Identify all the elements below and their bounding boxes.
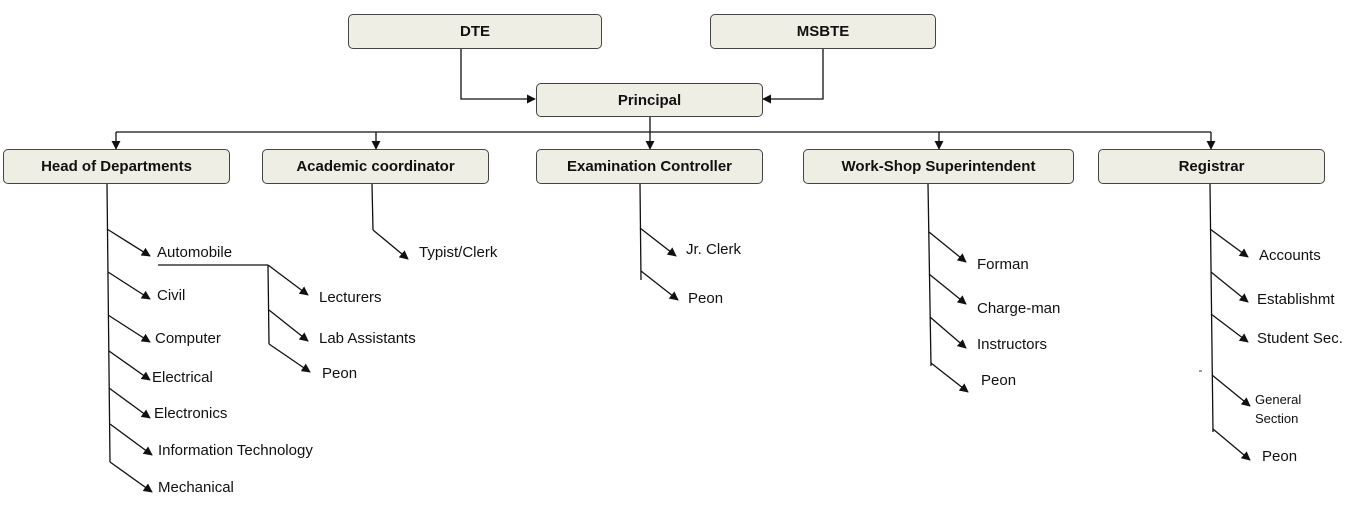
registrar-item-establishmt: Establishmt <box>1257 291 1335 308</box>
workshop-item-peon: Peon <box>981 372 1017 389</box>
registrar-item-accounts: Accounts <box>1259 247 1321 264</box>
dte-label: DTE <box>460 23 490 40</box>
workshop-superintendent-box: Work-Shop Superintendent <box>803 149 1074 184</box>
workshop-item-instructors: Instructors <box>977 336 1048 353</box>
principal-label: Principal <box>617 91 682 109</box>
automobile-staff-lab-assistants: Lab Assistants <box>319 330 416 347</box>
hod-item-mechanical: Mechanical <box>158 479 234 496</box>
hod-item-automobile: Automobile <box>157 244 233 261</box>
hod-item-electronics: Electronics <box>154 405 228 422</box>
hod-item-civil: Civil <box>157 287 186 304</box>
examination-controller-box: Examination Controller <box>536 149 763 184</box>
registrar-item-section: Section <box>1255 411 1299 426</box>
registrar-item-peon: Peon <box>1262 448 1298 465</box>
msbte-box: MSBTE <box>710 14 936 49</box>
academic-item-typist-clerk: Typist/Clerk <box>419 244 498 261</box>
registrar-item-general: General <box>1255 392 1302 407</box>
examination-controller-label: Examination Controller <box>566 158 733 175</box>
workshop-item-charge-man: Charge-man <box>977 300 1061 317</box>
academic-coordinator-label: Academic coordinator <box>296 158 455 175</box>
workshop-item-forman: Forman <box>977 256 1029 273</box>
hod-item-electrical: Electrical <box>152 369 213 386</box>
registrar-item-student-sec: Student Sec. <box>1257 330 1343 347</box>
hod-item-computer: Computer <box>155 330 221 347</box>
hod-box: Head of Departments <box>3 149 230 184</box>
registrar-box: Registrar <box>1098 149 1325 184</box>
academic-coordinator-box: Academic coordinator <box>262 149 489 184</box>
registrar-label: Registrar <box>1178 158 1245 175</box>
msbte-label: MSBTE <box>796 23 850 40</box>
principal-box: Principal <box>536 83 763 117</box>
automobile-staff-peon: Peon <box>322 365 358 382</box>
exam-item-jr-clerk: Jr. Clerk <box>686 241 742 258</box>
automobile-staff-lecturers: Lecturers <box>319 289 382 306</box>
workshop-superintendent-label: Work-Shop Superintendent <box>841 158 1036 175</box>
hod-item-information-technology: Information Technology <box>158 442 313 459</box>
exam-item-peon: Peon <box>688 290 724 307</box>
dte-box: DTE <box>348 14 602 49</box>
hod-label: Head of Departments <box>41 158 192 175</box>
